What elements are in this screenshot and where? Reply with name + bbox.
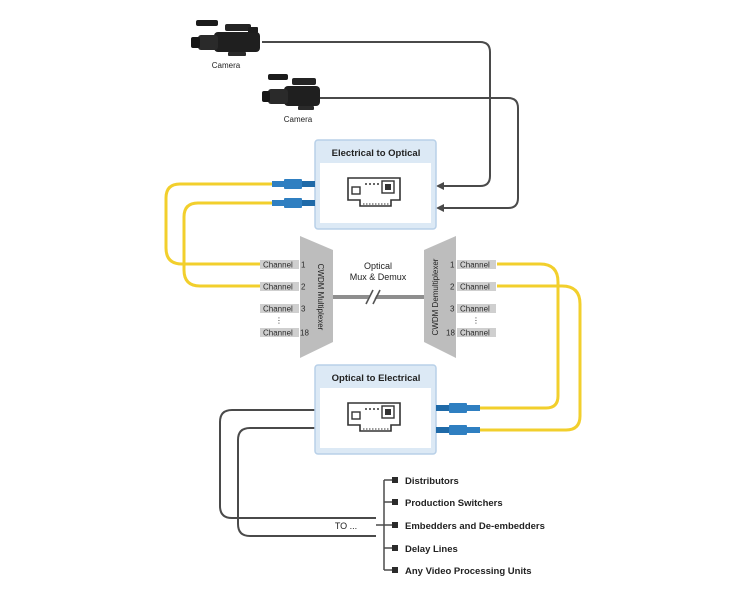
- electrical-to-optical-title: Electrical to Optical: [332, 148, 421, 159]
- destination-label: Any Video Processing Units: [405, 566, 532, 577]
- mux-channel-3-number: 3: [301, 305, 306, 314]
- bottom-fiber-connector-1: [436, 403, 480, 413]
- optical-to-electrical-box: Optical to Electrical: [314, 364, 480, 455]
- multiplexer-label: CWDM Multiplexer: [316, 264, 325, 331]
- camera-2-arrowhead: [436, 204, 444, 212]
- converter-card-icon: [347, 402, 401, 432]
- demux-channel-18: 18 Channel: [446, 328, 496, 338]
- camera-1-label: Camera: [212, 61, 241, 70]
- destination-item: Any Video Processing Units: [392, 566, 532, 577]
- fiber-top-to-mux-1: [164, 182, 272, 266]
- demux-channel-3: 3 Channel: [450, 304, 496, 314]
- demux-channel-18-name: Channel: [460, 329, 490, 338]
- mux-channel-ellipsis: ⋮: [275, 316, 283, 325]
- mux-channel-18-name: Channel: [263, 329, 293, 338]
- destination-label: Production Switchers: [405, 498, 503, 509]
- fiber-demux-to-bottom-1: [480, 262, 560, 410]
- bottom-fiber-connector-2: [436, 425, 480, 435]
- mux-channel-1: Channel 1: [260, 260, 306, 270]
- camera-1-cable: [262, 41, 491, 187]
- mux-channel-18: Channel 18: [260, 328, 309, 338]
- bullet-square-icon: [392, 522, 398, 528]
- optical-label: Optical: [364, 261, 392, 271]
- destination-label: Embedders and De-embedders: [405, 521, 545, 532]
- demultiplexer-label: CWDM Demultiplexer: [431, 258, 440, 335]
- camera-1-arrowhead: [436, 182, 444, 190]
- demux-channel-2: 2 Channel: [450, 282, 496, 292]
- mux-channel-2-name: Channel: [263, 283, 293, 292]
- demux-channel-2-name: Channel: [460, 283, 490, 292]
- destination-item: Production Switchers: [392, 498, 503, 509]
- destination-tree: [376, 479, 392, 571]
- fiber-demux-to-bottom-2: [480, 284, 582, 432]
- demux-channel-1: 1 Channel: [450, 260, 496, 270]
- electrical-to-optical-box: Electrical to Optical: [272, 139, 437, 230]
- link-break-mark: [365, 287, 381, 307]
- demux-channel-1-name: Channel: [460, 261, 490, 270]
- top-fiber-connector-2: [272, 198, 315, 208]
- destination-item: Delay Lines: [392, 544, 458, 555]
- mux-channel-3-name: Channel: [263, 305, 293, 314]
- bullet-square-icon: [392, 499, 398, 505]
- mux-channel-2: Channel 2: [260, 282, 306, 292]
- demux-channel-3-name: Channel: [460, 305, 490, 314]
- demux-channel-18-number: 18: [446, 329, 455, 338]
- destination-label: Distributors: [405, 476, 459, 487]
- top-fiber-connector-1: [272, 179, 315, 189]
- mux-demux-label: Mux & Demux: [350, 272, 407, 282]
- to-label: TO ...: [335, 521, 357, 531]
- demux-channel-3-number: 3: [450, 305, 455, 314]
- optical-to-electrical-title: Optical to Electrical: [332, 373, 421, 384]
- cwdm-demultiplexer: CWDM Demultiplexer 1 Channel 2 Channel 3…: [424, 236, 496, 358]
- demux-channel-ellipsis: ⋮: [472, 316, 480, 325]
- mux-channel-1-number: 1: [301, 261, 306, 270]
- mux-channel-3: Channel 3: [260, 304, 306, 314]
- demux-channel-2-number: 2: [450, 283, 455, 292]
- camera-2-icon: [262, 74, 320, 110]
- destination-item: Embedders and De-embedders: [392, 521, 545, 532]
- camera-2-cable: [320, 97, 519, 209]
- camera-1: Camera: [191, 20, 260, 70]
- destination-item: Distributors: [392, 476, 459, 487]
- camera-2: Camera: [262, 74, 320, 124]
- bullet-square-icon: [392, 567, 398, 573]
- cwdm-multiplexer: CWDM Multiplexer Channel 1 Channel 2 Cha…: [260, 236, 333, 358]
- camera-2-label: Camera: [284, 115, 313, 124]
- fiber-top-to-mux-2: [182, 201, 272, 288]
- camera-1-icon: [191, 20, 260, 56]
- output-cable-2: [237, 427, 376, 537]
- bullet-square-icon: [392, 545, 398, 551]
- bullet-square-icon: [392, 477, 398, 483]
- converter-card-icon: [347, 177, 401, 207]
- mux-channel-2-number: 2: [301, 283, 306, 292]
- mux-channel-18-number: 18: [300, 329, 309, 338]
- destination-label: Delay Lines: [405, 544, 458, 555]
- output-cable-1: [219, 409, 376, 519]
- demux-channel-1-number: 1: [450, 261, 455, 270]
- mux-channel-1-name: Channel: [263, 261, 293, 270]
